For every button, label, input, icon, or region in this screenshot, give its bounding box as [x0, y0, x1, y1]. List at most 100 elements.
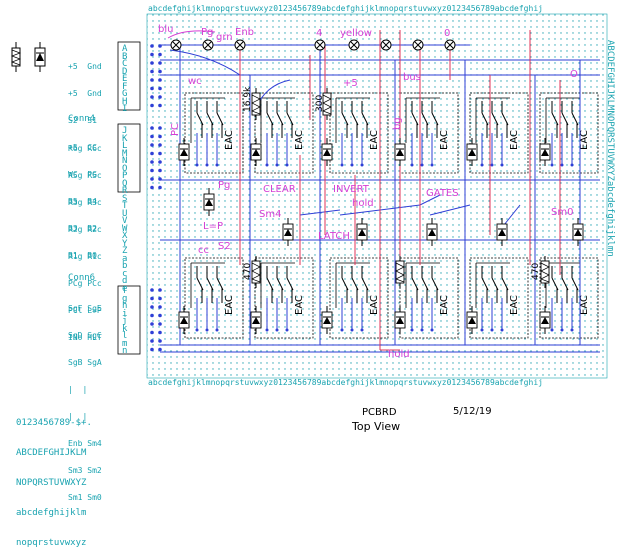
- red-wiring: [209, 30, 561, 351]
- relay-label: EAC: [439, 130, 450, 150]
- resistor-value: 300: [315, 95, 325, 112]
- label-blu: blu: [158, 24, 173, 35]
- label-o: O: [570, 69, 578, 80]
- relay-chip: [469, 92, 529, 174]
- pin-label: +5 CC: [68, 143, 97, 152]
- left-edge-mid: JKLMNOPQRSTUVWXYZabcde: [122, 126, 128, 294]
- diode: [496, 218, 508, 246]
- resistor-value: 470: [531, 263, 541, 280]
- eac-labels: EAC EAC EAC EAC EAC EAC EAC EAC EAC EAC …: [224, 130, 590, 315]
- resistor: [251, 256, 261, 288]
- label-four: 4: [316, 28, 322, 39]
- font-sample-line: abcdefghijklm: [16, 508, 87, 518]
- diode: [572, 218, 584, 246]
- pin-label: | |: [68, 385, 88, 394]
- diode: [282, 218, 294, 246]
- resistor: [540, 256, 550, 288]
- components: [178, 88, 584, 334]
- pin-label: R2g R2c: [68, 225, 102, 234]
- diode: [250, 138, 262, 166]
- switch-pad: [412, 39, 424, 51]
- label-pc: PC: [170, 123, 181, 136]
- label-plus5: +5: [343, 78, 358, 89]
- diode: [394, 138, 406, 166]
- relay-switches: [545, 97, 580, 167]
- label-clear: CLEAR: [263, 184, 296, 195]
- relay-switches: [405, 97, 440, 167]
- switch-pad: [202, 39, 214, 51]
- relay-switches: [335, 262, 370, 332]
- right-edge-labels: ABCDEFGHIJKLMNOPQRSTUVWXYZabcdefghijklmn: [605, 40, 615, 257]
- relay-label: EAC: [439, 295, 450, 315]
- relay-label: EAC: [509, 295, 520, 315]
- relay-switches: [405, 262, 440, 332]
- relay-row-bottom: [184, 257, 599, 339]
- pin-label: R1g R1c: [68, 252, 102, 261]
- board-name: PCBRD: [362, 407, 397, 418]
- resistor-icon: [11, 42, 21, 72]
- diode: [250, 306, 262, 334]
- switch-pad: [170, 39, 182, 51]
- relay-label: EAC: [369, 130, 380, 150]
- pin-label: Enb Sm4: [68, 439, 102, 448]
- label-sm4: Sm4: [259, 209, 281, 220]
- relay-chip: [184, 92, 244, 174]
- relay-label: EAC: [579, 295, 590, 315]
- label-bg: bg: [392, 117, 403, 130]
- label-cc: cc: [198, 245, 209, 256]
- diode: [426, 218, 438, 246]
- label-lp: L=P: [203, 221, 223, 232]
- resistor-value: 16.9k: [243, 86, 253, 112]
- diode: [466, 306, 478, 334]
- pin-label: R6g R6c: [68, 144, 102, 153]
- font-sample-line: nopqrstuvwxyz: [16, 538, 87, 548]
- diode: [178, 306, 190, 334]
- switch-pad: [348, 39, 360, 51]
- label-invert: INVERT: [333, 184, 370, 195]
- left-edge-bot: fghijklmn: [122, 286, 128, 356]
- label-s2: S2: [218, 241, 231, 252]
- diode: [321, 138, 333, 166]
- top-switches: [167, 30, 456, 51]
- relay-switches: [190, 262, 225, 332]
- pin-label: +5 Gnd: [68, 89, 102, 98]
- pin-label: B1 B0: [68, 251, 97, 260]
- board-date: 5/12/19: [453, 406, 492, 417]
- label-bus: bus: [403, 72, 421, 83]
- label-zero: 0: [444, 28, 450, 39]
- relay-chip: [539, 257, 599, 339]
- diode: [394, 306, 406, 334]
- connector-brackets: [117, 41, 141, 355]
- label-latch: LATCH: [318, 231, 350, 242]
- resistor-values: 16.9k 300 470 470: [243, 86, 541, 280]
- pin-label: Sm3 Sm2: [68, 466, 102, 475]
- diode: [356, 218, 368, 246]
- board-view: Top View: [352, 420, 401, 433]
- label-yellow: yellow: [340, 28, 372, 39]
- conn6-label: Conn6: [68, 273, 96, 283]
- relay-chip: [254, 92, 314, 174]
- relay-switches: [260, 262, 295, 332]
- pin-label: PCl L=P: [68, 306, 102, 315]
- relay-row-top: [184, 92, 599, 174]
- diode: [178, 138, 190, 166]
- diode: [321, 306, 333, 334]
- pin-label: WC PG: [68, 170, 97, 179]
- resistor: [322, 88, 332, 120]
- pin-label: SgB SgA: [68, 358, 102, 367]
- resistor-value: 470: [243, 263, 253, 280]
- signal-labels: blu Pg grn Enb 4 yellow 0 wc +5 bus O PC…: [158, 24, 578, 360]
- relay-chip: [539, 92, 599, 174]
- connector-pins: [150, 44, 162, 352]
- pin-label: PCg PCc: [68, 279, 102, 288]
- relay-chip: [469, 257, 529, 339]
- relay-switches: [545, 262, 580, 332]
- switch-pad: [444, 39, 456, 51]
- diode: [203, 188, 215, 216]
- pin-label: B3 B2: [68, 224, 97, 233]
- relay-switches: [475, 97, 510, 167]
- label-pg-top: Pg: [201, 27, 213, 38]
- switch-pad: [234, 39, 246, 51]
- pin-label: | |: [68, 412, 88, 421]
- top-edge-labels: abcdefghijklmnopqrstuvwxyz0123456789abcd…: [148, 4, 543, 13]
